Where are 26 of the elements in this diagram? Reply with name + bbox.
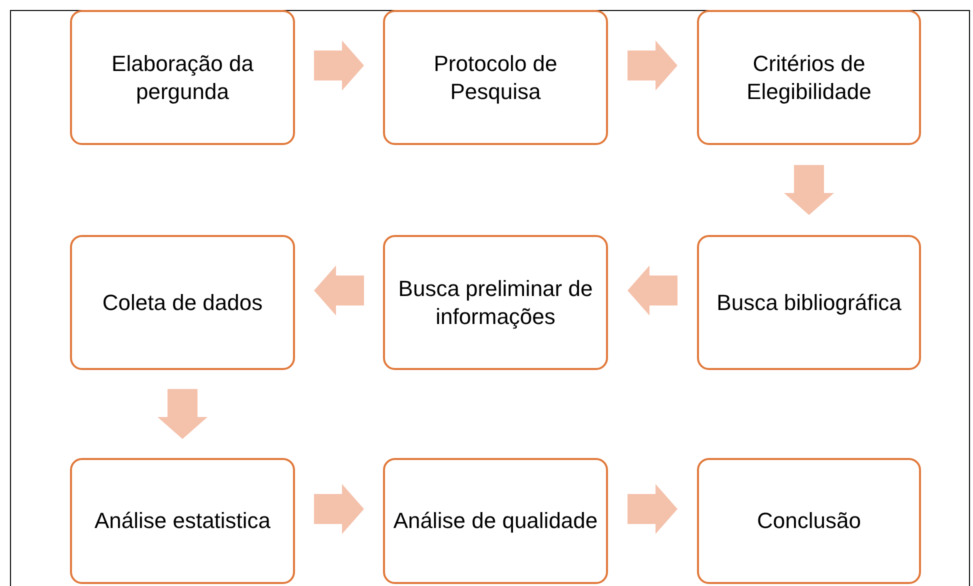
process-box — [70, 235, 295, 370]
box-label: Busca preliminar de informações — [397, 274, 594, 330]
box-label: Protocolo de Pesquisa — [432, 50, 558, 106]
box-label: Análise de qualidade — [393, 507, 598, 535]
box-label: Coleta de dados — [102, 288, 263, 316]
block-arrow — [628, 484, 678, 534]
block-arrow — [628, 266, 678, 316]
block-arrow — [784, 165, 834, 215]
process-box — [697, 235, 921, 370]
box-label: Conclusão — [757, 507, 861, 535]
box-label: Análise estatistica — [94, 507, 271, 535]
block-arrow — [314, 40, 364, 90]
block-arrow — [314, 266, 364, 316]
process-box — [383, 10, 608, 145]
process-box — [383, 235, 608, 370]
box-label: Elaboração da pergunda — [110, 50, 254, 106]
block-arrow — [628, 40, 678, 90]
process-box — [697, 10, 921, 145]
process-box — [70, 10, 295, 145]
block-arrow — [314, 484, 364, 534]
box-label: Critérios de Elegibilidade — [746, 50, 872, 106]
process-box — [70, 458, 295, 584]
process-box — [383, 458, 608, 584]
box-label: Busca bibliográfica — [716, 288, 902, 316]
block-arrow — [158, 389, 208, 439]
process-box — [697, 458, 921, 584]
